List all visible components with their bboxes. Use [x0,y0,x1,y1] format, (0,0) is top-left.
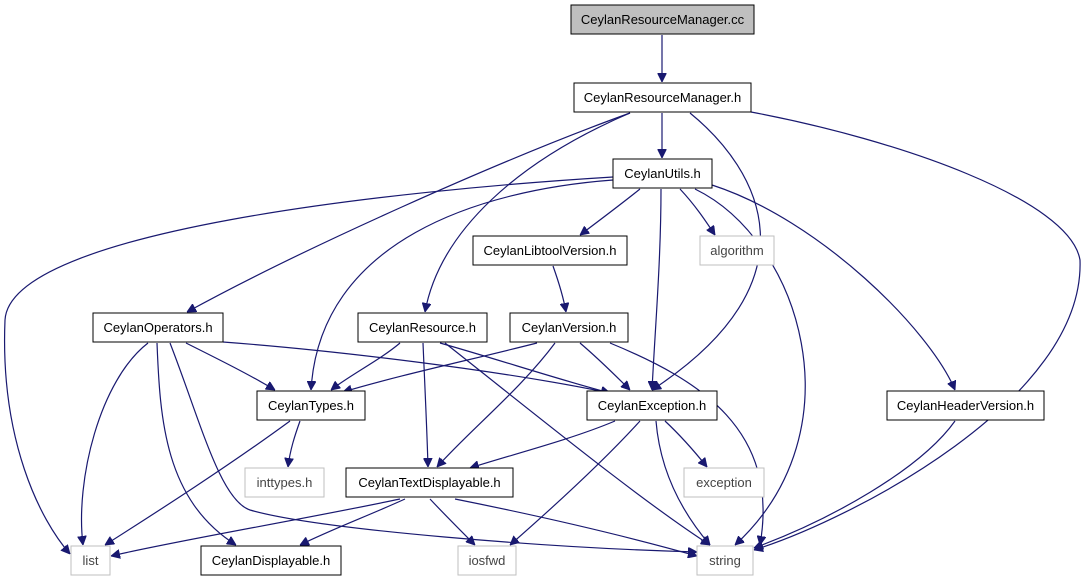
node-label: CeylanOperators.h [103,320,212,335]
node-operators-h[interactable]: CeylanOperators.h [92,312,224,343]
node-label: CeylanResourceManager.cc [581,12,745,27]
edge-operators_h-to-string [169,342,697,552]
edge-resource_h-to-types_h [331,342,401,390]
node-label: CeylanDisplayable.h [212,553,331,568]
edge-version_h-to-types_h [343,342,538,392]
edge-rm_h-to-operators_h [187,112,631,313]
node-string: string [696,545,754,576]
node-label: exception [696,475,752,490]
node-algorithm: algorithm [699,235,775,266]
edge-types_h-to-inttypes [288,420,301,467]
node-box [573,82,752,113]
node-box [586,390,718,421]
node-exception-h[interactable]: CeylanException.h [586,390,718,421]
edge-textdisp_h-to-displayable_h [300,498,406,546]
edge-operators_h-to-types_h [185,342,275,390]
node-types-h[interactable]: CeylanTypes.h [256,390,366,421]
node-exception: exception [683,467,765,498]
edge-resource_h-to-exception_h [439,342,610,393]
node-box [200,545,342,576]
edge-version_h-to-string [609,342,763,545]
node-label: CeylanTypes.h [268,398,354,413]
edge-utils_h-to-types_h [311,179,614,390]
node-iosfwd: iosfwd [457,545,517,576]
edge-utils_h-to-exception_h [652,188,662,390]
node-resource-h[interactable]: CeylanResource.h [357,312,488,343]
edge-exception_h-to-string [655,420,710,545]
node-box [509,312,629,343]
node-box [244,467,325,498]
edge-utils_h-to-algorithm [679,188,715,235]
node-headerversion-h[interactable]: CeylanHeaderVersion.h [886,390,1045,421]
edge-utils_h-to-list [3,176,614,554]
edge-textdisp_h-to-list [111,498,401,556]
node-box [683,467,765,498]
edge-rm_h-to-string [750,111,1081,550]
edge-textdisp_h-to-string [454,498,697,556]
node-rm-h[interactable]: CeylanResourceManager.h [573,82,752,113]
edge-exception_h-to-exception [664,420,707,467]
edge-utils_h-to-libtool_h [580,188,641,235]
node-label: CeylanHeaderVersion.h [897,398,1034,413]
edge-rm_h-to-exception_h [652,112,762,390]
edge-utils_h-to-headerversion_h [711,184,955,390]
node-label: algorithm [710,243,763,258]
node-label: inttypes.h [257,475,313,490]
nodes-layer: CeylanResourceManager.ccCeylanResourceMa… [70,4,1045,576]
node-label: CeylanException.h [598,398,706,413]
node-version-h[interactable]: CeylanVersion.h [509,312,629,343]
node-textdisp-h[interactable]: CeylanTextDisplayable.h [345,467,514,498]
edges-layer [3,35,1081,556]
node-box [472,235,628,266]
node-box [696,545,754,576]
edge-exception_h-to-iosfwd [510,420,641,545]
edge-operators_h-to-exception_h [222,341,610,393]
edge-textdisp_h-to-iosfwd [429,498,475,545]
node-box [256,390,366,421]
node-root[interactable]: CeylanResourceManager.cc [570,4,755,35]
node-label: CeylanLibtoolVersion.h [484,243,617,258]
node-libtool-h[interactable]: CeylanLibtoolVersion.h [472,235,628,266]
node-box [570,4,755,35]
node-utils-h[interactable]: CeylanUtils.h [612,158,713,189]
node-box [612,158,713,189]
node-box [457,545,517,576]
node-list: list [70,545,111,576]
edge-exception_h-to-textdisp_h [470,420,616,468]
node-label: list [83,553,99,568]
edge-version_h-to-textdisp_h [437,342,556,467]
node-box [70,545,111,576]
node-inttypes: inttypes.h [244,467,325,498]
node-label: CeylanResourceManager.h [584,90,742,105]
edge-headerversion_h-to-string [754,420,956,548]
node-box [699,235,775,266]
edge-rm_h-to-resource_h [425,112,631,312]
node-label: string [709,553,741,568]
edge-libtool_h-to-version_h [552,265,566,312]
node-label: iosfwd [469,553,506,568]
node-box [345,467,514,498]
edge-resource_h-to-textdisp_h [422,342,428,467]
node-box [357,312,488,343]
node-label: CeylanTextDisplayable.h [358,475,500,490]
edge-utils_h-to-string [694,188,806,545]
node-label: CeylanResource.h [369,320,476,335]
edge-types_h-to-list [105,420,291,545]
edge-operators_h-to-displayable_h [156,342,236,545]
node-label: CeylanVersion.h [522,320,617,335]
node-displayable-h[interactable]: CeylanDisplayable.h [200,545,342,576]
edge-resource_h-to-string [444,342,710,545]
edge-version_h-to-exception_h [579,342,630,390]
edge-operators_h-to-list [82,342,149,545]
node-label: CeylanUtils.h [624,166,701,181]
node-box [886,390,1045,421]
node-box [92,312,224,343]
